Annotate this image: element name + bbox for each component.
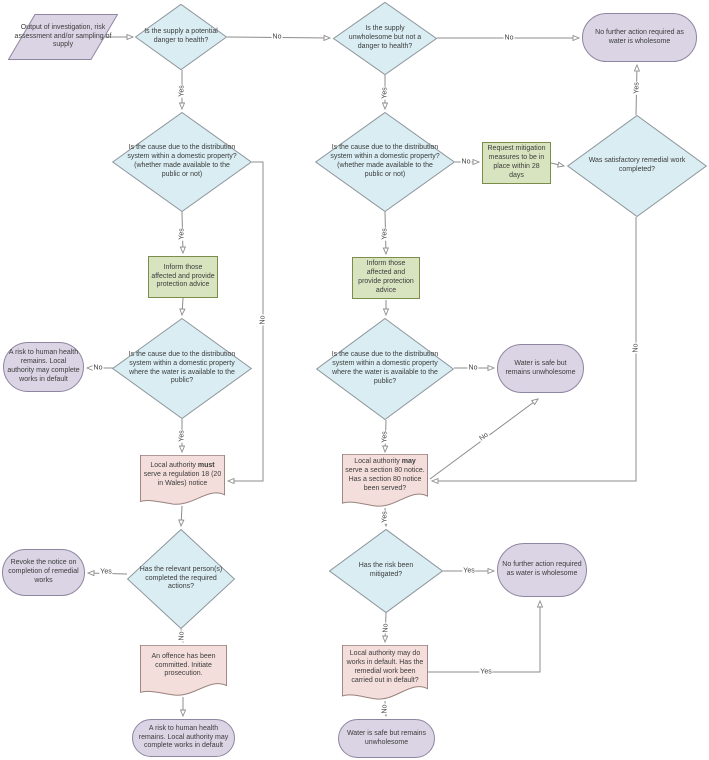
terminator-no-action-right: No further action required as water is w… — [497, 543, 587, 597]
diamond-shape — [329, 529, 443, 613]
edge-label-no: No — [467, 364, 479, 372]
edge-label-yes: Yes — [178, 84, 186, 98]
node-label: Inform those affected and provide protec… — [358, 260, 414, 294]
edge-label-yes: Yes — [381, 227, 389, 241]
edge-label-yes: Yes — [178, 227, 186, 241]
edge-label-yes: Yes — [381, 510, 389, 524]
document-offence-prosecution: An offence has been committed. Initiate … — [140, 645, 227, 697]
node-label: Is the cause due to the distribution sys… — [330, 144, 440, 178]
process-request-mitigation: Request mitigation measures to be in pla… — [482, 142, 551, 184]
edge-label-yes: Yes — [381, 86, 389, 100]
diamond-shape — [135, 4, 227, 70]
node-label: Has the risk been mitigated? — [358, 562, 414, 578]
edge-label-no: No — [259, 314, 267, 326]
edge-label-no: No — [503, 34, 515, 42]
node-label: Water is safe but remains unwholesome — [346, 729, 427, 746]
node-label: Revoke the notice on completion of remed… — [8, 559, 79, 584]
node-label: Request mitigation measures to be in pla… — [487, 145, 546, 179]
edge-label-no: No — [632, 342, 640, 354]
node-label: Has the relevant person(s) completed the… — [139, 565, 223, 591]
terminator-revoke-notice: Revoke the notice on completion of remed… — [2, 549, 85, 596]
decision-cause-domestic-left: Is the cause due to the distribution sys… — [112, 112, 252, 212]
node-label: Inform those affected and provide protec… — [151, 263, 215, 289]
document-section-80-notice: Local authority may serve a section 80 n… — [342, 454, 428, 508]
document-works-in-default: Local authority may do works in default.… — [342, 645, 428, 701]
node-label: Is the supply unwholesome but not a dang… — [348, 25, 422, 50]
node-label: Water is safe but remains unwholesome — [505, 359, 576, 376]
edge-label-yes: Yes — [178, 429, 186, 443]
decision-relevant-person-actions: Has the relevant person(s) completed the… — [127, 529, 235, 629]
terminator-risk-remains-left: A risk to human health remains. Local au… — [3, 342, 84, 392]
edge-label-no: No — [382, 622, 390, 634]
node-label: Is the cause due to the distribution sys… — [127, 144, 237, 178]
terminator-no-action-top: No further action required as water is w… — [582, 13, 697, 62]
process-inform-mid: Inform those affected and provide protec… — [352, 257, 420, 299]
node-output-of-investigation: Output of investigation, risk assessment… — [8, 14, 118, 60]
decision-supply-unwholesome: Is the supply unwholesome but not a dang… — [333, 2, 437, 75]
document-shape — [140, 645, 227, 697]
decision-cause-public-left: Is the cause due to the distribution sys… — [112, 318, 252, 419]
diamond-shape — [112, 112, 252, 212]
diamond-shape — [112, 318, 252, 419]
edge-label-no: No — [92, 364, 104, 372]
edge-label-no: No — [178, 630, 186, 642]
terminator-risk-remains-bottom: A risk to human health remains. Local au… — [132, 719, 235, 757]
node-label: Output of investigation, risk assessment… — [14, 23, 112, 49]
node-label: A risk to human health remains. Local au… — [138, 724, 229, 750]
edge-label-yes: Yes — [633, 81, 641, 95]
edge-label-no: No — [460, 158, 472, 166]
node-label: Local authority may serve a section 80 n… — [345, 458, 425, 492]
decision-cause-public-mid: Is the cause due to the distribution sys… — [316, 318, 454, 420]
document-shape — [342, 454, 428, 508]
diamond-shape — [333, 2, 437, 75]
decision-cause-domestic-mid: Is the cause due to the distribution sys… — [315, 112, 455, 212]
document-regulation-18-notice: Local authority must serve a regulation … — [140, 455, 225, 506]
edge-label-no: No — [271, 33, 283, 41]
edge-label-yes: Yes — [381, 430, 389, 444]
diamond-shape — [567, 115, 707, 217]
node-label: Was satisfactory remedial work completed… — [588, 157, 686, 173]
terminator-water-safe-bottom: Water is safe but remains unwholesome — [338, 719, 435, 758]
decision-supply-danger: Is the supply a potential danger to heal… — [135, 4, 227, 70]
diamond-shape — [315, 112, 455, 212]
document-shape — [342, 645, 428, 701]
node-label: Local authority must serve a regulation … — [143, 462, 222, 487]
diamond-shape — [316, 318, 454, 420]
node-label: A risk to human health remains. Local au… — [7, 349, 80, 383]
node-label: Is the cause due to the distribution sys… — [331, 351, 439, 385]
node-label: Is the cause due to the distribution sys… — [128, 350, 236, 385]
node-label: No further action required as water is w… — [595, 28, 684, 45]
parallelogram-shape — [8, 14, 118, 60]
process-inform-left: Inform those affected and provide protec… — [148, 256, 218, 298]
node-label: An offence has been committed. Initiate … — [151, 652, 216, 678]
edge-label-yes: Yes — [99, 568, 113, 576]
edge-label-no: No — [381, 703, 389, 715]
terminator-water-safe-mid: Water is safe but remains unwholesome — [497, 344, 584, 393]
edge-label-yes: Yes — [462, 567, 476, 575]
edge-label-yes: Yes — [479, 668, 493, 676]
decision-remedial-completed: Was satisfactory remedial work completed… — [567, 115, 707, 217]
node-label: No further action required as water is w… — [502, 561, 582, 577]
diamond-shape — [127, 529, 235, 629]
node-label: Local authority may do works in default.… — [346, 650, 424, 684]
node-label: Is the supply a potential danger to heal… — [144, 28, 218, 44]
document-shape — [140, 455, 225, 506]
decision-risk-mitigated: Has the risk been mitigated? — [329, 529, 443, 613]
